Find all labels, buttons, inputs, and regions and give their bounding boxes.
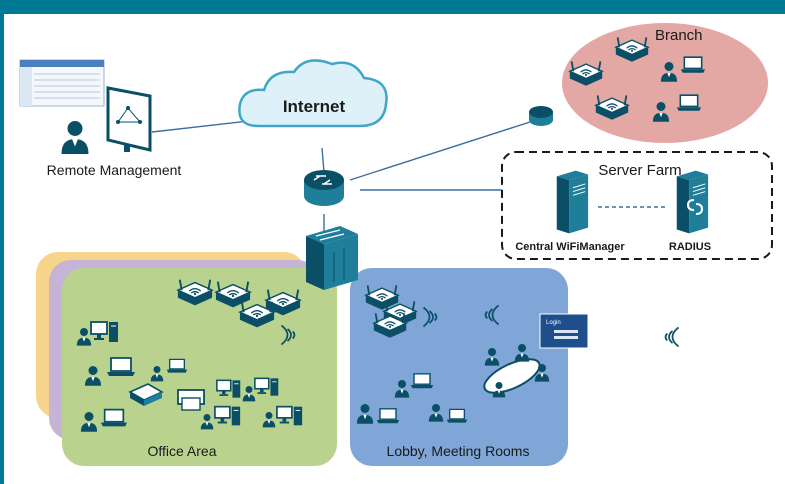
branch-label: Branch: [655, 27, 703, 44]
laptop-icon: [676, 94, 702, 112]
laptop-icon: [100, 408, 128, 428]
router-icon: [304, 170, 344, 206]
network-links: [151, 119, 668, 236]
laptop-icon: [166, 358, 188, 374]
branch-router-icon: [529, 106, 553, 126]
laptop-icon: [410, 372, 434, 390]
phone-icon: [128, 383, 164, 406]
server-farm-label: Server Farm: [598, 162, 681, 179]
remote-management-label: Remote Management: [47, 162, 182, 178]
server-farm-box: [501, 151, 773, 260]
wifi-signal-icon: [664, 326, 680, 348]
switch-icon: [306, 226, 358, 290]
left-accent-bar: [0, 14, 4, 484]
remote-management-group: [19, 59, 152, 154]
laptop-icon: [376, 408, 400, 424]
monitor-icon: [106, 86, 152, 152]
login-title: Login: [546, 320, 561, 326]
lobby-label: Lobby, Meeting Rooms: [387, 443, 530, 459]
top-accent-bar: [0, 0, 785, 14]
wifi-manager-label: Central WiFiManager: [515, 241, 625, 253]
laptop-icon: [680, 56, 706, 74]
radius-server-icon: [676, 170, 709, 234]
office-area-label: Office Area: [147, 443, 216, 459]
meeting-table: [483, 344, 550, 398]
radius-label: RADIUS: [669, 241, 711, 253]
printer-icon: [177, 389, 205, 411]
office-area-zone: [36, 252, 337, 466]
laptop-icon: [106, 357, 136, 377]
internet-label: Internet: [283, 97, 346, 116]
login-screen: Login: [539, 313, 589, 349]
admin-user-icon: [61, 121, 89, 154]
laptop-icon: [446, 408, 468, 424]
server-icon: [556, 170, 589, 234]
cloud-icon: [238, 59, 388, 128]
